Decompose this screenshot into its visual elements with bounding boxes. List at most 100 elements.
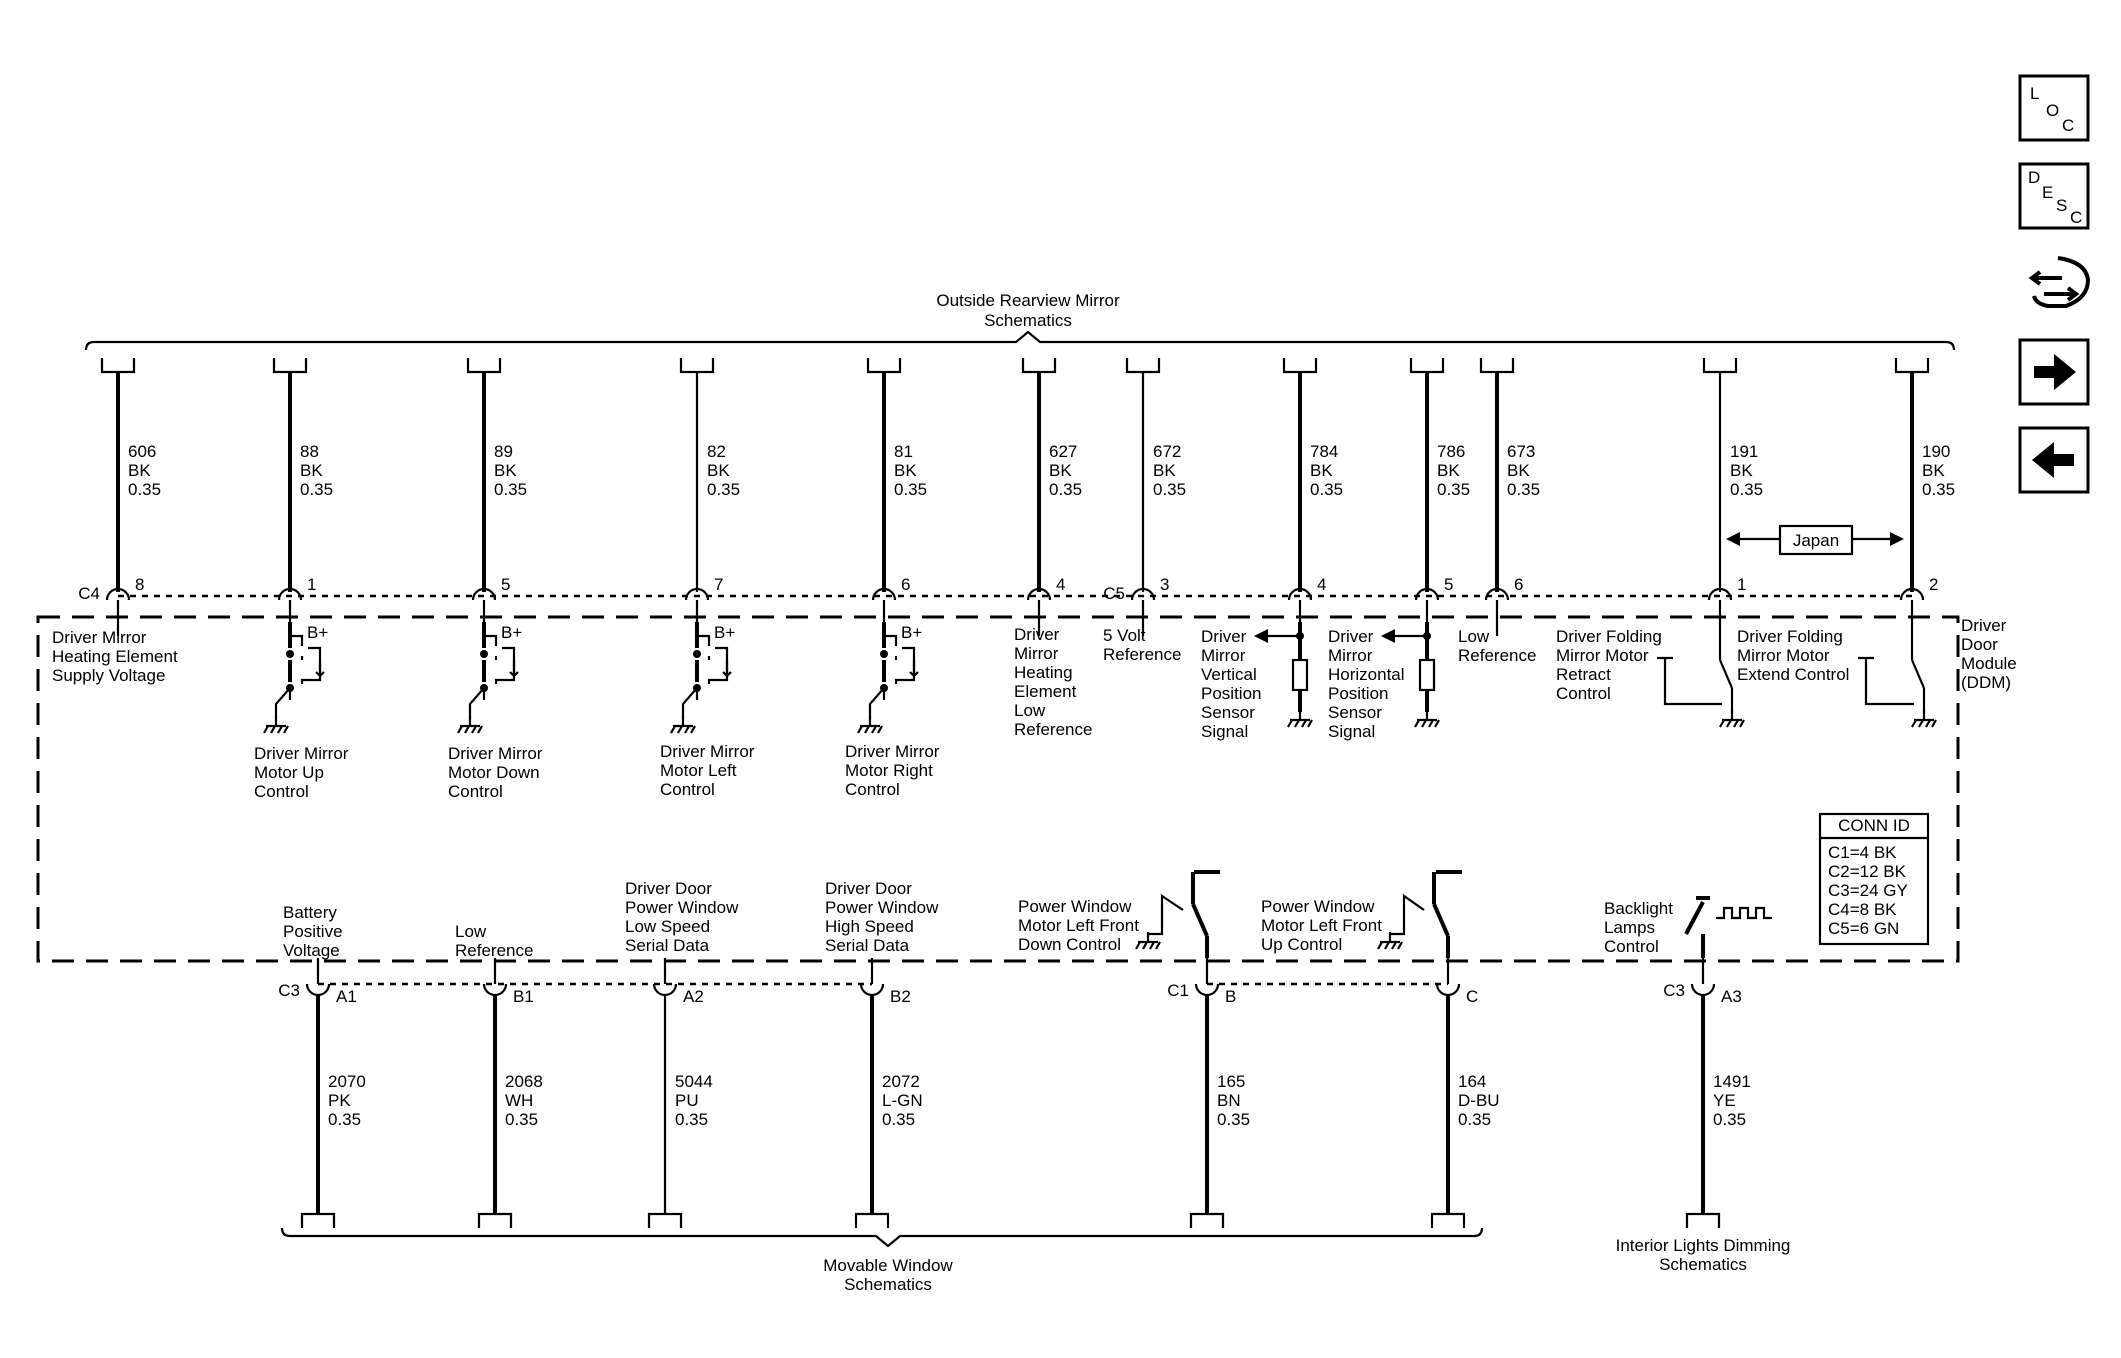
wire-color: L-GN — [882, 1091, 923, 1110]
circuit-number: 2068 — [505, 1072, 543, 1091]
connector-pin-cup — [859, 983, 885, 997]
label-line: Backlight — [1604, 899, 1673, 918]
label-line: Element — [1014, 682, 1077, 701]
connector-pin-number: 1 — [1737, 575, 1746, 594]
next-page-button[interactable] — [2018, 338, 2090, 406]
motor-driver-switch: B+ — [457, 622, 522, 734]
connector-id-table: CONN ID C1=4 BK C2=12 BK C3=24 GY C4=8 B… — [1818, 812, 1930, 946]
wire-size: 0.35 — [1153, 480, 1186, 499]
movable-window-reference[interactable]: Movable Window Schematics — [280, 1227, 1484, 1294]
connector-pin-cup — [652, 983, 678, 997]
label-line: Motor Left Front — [1261, 916, 1382, 935]
harness-terminal — [1021, 358, 1057, 374]
conn-id-row: C3=24 GY — [1828, 881, 1908, 900]
desc-button[interactable]: D E S C — [2018, 162, 2090, 230]
previous-page-button[interactable] — [2018, 426, 2090, 494]
harness-terminal — [854, 1212, 890, 1228]
connector-pin-number: 3 — [1160, 575, 1169, 594]
label-line: Driver Mirror — [660, 742, 755, 761]
wire-size: 0.35 — [1458, 1110, 1491, 1129]
wire-color: BK — [894, 461, 917, 480]
b-plus-label: B+ — [901, 623, 922, 642]
harness-terminal — [300, 1212, 336, 1228]
harness-terminal — [647, 1212, 683, 1228]
svg-text:D: D — [2028, 168, 2040, 187]
label-line: Up Control — [1261, 935, 1342, 954]
wire-color: BK — [1049, 461, 1072, 480]
label-line: Mirror — [1328, 646, 1373, 665]
circuit-number: 190 — [1922, 442, 1950, 461]
connector-swap-button[interactable] — [2020, 252, 2091, 316]
label-line: Driver Mirror — [254, 744, 349, 763]
wire-size: 0.35 — [894, 480, 927, 499]
harness-terminal — [272, 358, 308, 374]
top-reference-brace — [84, 330, 1956, 351]
connector-pin-cup — [1026, 587, 1052, 601]
motor-driver-switch: B+ — [263, 622, 328, 734]
label-line: Control — [1556, 684, 1611, 703]
arrow-right-icon — [2034, 354, 2076, 390]
label-line: Control — [1604, 937, 1659, 956]
circuit-number: 89 — [494, 442, 513, 461]
wire-color: PU — [675, 1091, 699, 1110]
wire-color: D-BU — [1458, 1091, 1500, 1110]
wire-color: BK — [1153, 461, 1176, 480]
wire-color: BK — [1730, 461, 1753, 480]
wire-size: 0.35 — [1049, 480, 1082, 499]
label-line: Motor Right — [845, 761, 933, 780]
interior-lights-dimming-reference[interactable]: Interior Lights Dimming Schematics — [1616, 1236, 1791, 1274]
connector-pin-number: 6 — [901, 575, 910, 594]
conn-id-row: C1=4 BK — [1828, 843, 1897, 862]
wire-size: 0.35 — [707, 480, 740, 499]
label-line: Low Speed — [625, 917, 710, 936]
label-line: Driver Door — [625, 879, 712, 898]
navigation-toolbar: L O C D E S C — [2018, 74, 2091, 494]
japan-label: Japan — [1793, 531, 1839, 550]
ground-symbol — [857, 716, 883, 734]
connector-pin-cup — [305, 983, 331, 997]
label-line: Control — [254, 782, 309, 801]
label-line: Signal — [1328, 722, 1375, 741]
circuit-number: 786 — [1437, 442, 1465, 461]
label-line: Power Window — [1018, 897, 1132, 916]
label-line: Driver Mirror — [845, 742, 940, 761]
loc-button[interactable]: L O C — [2018, 74, 2090, 142]
circuit-number: 672 — [1153, 442, 1181, 461]
label-line: Serial Data — [625, 936, 710, 955]
harness-terminal — [1409, 358, 1445, 374]
svg-text:O: O — [2046, 101, 2059, 120]
wire-size: 0.35 — [1437, 480, 1470, 499]
label-line: Motor Left Front — [1018, 916, 1139, 935]
label-line: Sensor — [1328, 703, 1382, 722]
japan-option-indicator: Japan — [1726, 524, 1904, 556]
connector-pin-number: A2 — [683, 987, 704, 1006]
outside-rearview-mirror-reference[interactable]: Outside Rearview Mirror Schematics — [84, 291, 1956, 351]
